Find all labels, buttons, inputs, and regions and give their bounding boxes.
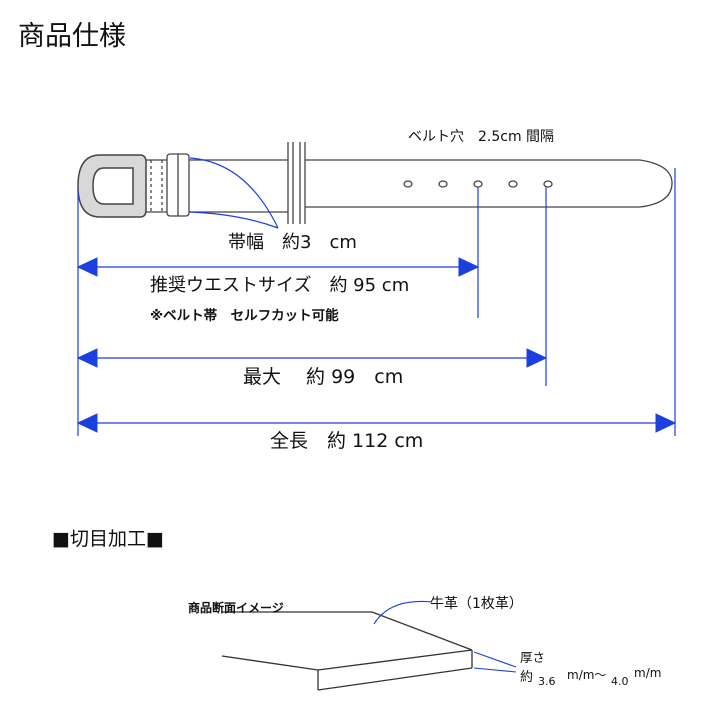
total-length-label: 全長 約 112 cm bbox=[270, 430, 424, 452]
thickness-callout bbox=[473, 651, 517, 673]
belt-holes bbox=[403, 180, 553, 188]
reference-lines bbox=[77, 168, 676, 436]
thickness-separator: m/m～ bbox=[567, 668, 607, 682]
thickness-min-value: 3.6 bbox=[538, 675, 556, 688]
max-length-label: 最大 約 99 cm bbox=[243, 366, 404, 388]
leather-type-label: 牛革（1枚革） bbox=[430, 596, 523, 612]
thickness-max-value: 4.0 bbox=[611, 675, 629, 688]
max-arrow bbox=[76, 348, 548, 368]
waist-size-label: 推奨ウエストサイズ 約 95 cm bbox=[150, 275, 410, 296]
self-cut-note: ※ベルト帯 セルフカット可能 bbox=[150, 308, 339, 324]
belt-width-label: 帯幅 約3 cm bbox=[228, 232, 357, 253]
cross-section-label: 商品断面イメージ bbox=[188, 601, 284, 615]
thickness-unit: m/m bbox=[634, 666, 662, 680]
hole-spacing-label: ベルト穴 2.5cm 間隔 bbox=[408, 129, 555, 145]
leather-callout bbox=[373, 600, 433, 625]
buckle-icon bbox=[77, 154, 147, 218]
page-title: 商品仕様 bbox=[18, 21, 126, 52]
thickness-approx: 約 bbox=[520, 670, 534, 685]
width-callout bbox=[189, 157, 279, 229]
waist-arrow bbox=[76, 257, 480, 277]
cut-edge-heading: ■切目加工■ bbox=[52, 528, 164, 550]
belt-strap bbox=[146, 142, 673, 224]
total-arrow bbox=[76, 413, 677, 433]
thickness-label: 厚さ bbox=[520, 650, 546, 665]
leather-cross-section bbox=[221, 611, 473, 691]
